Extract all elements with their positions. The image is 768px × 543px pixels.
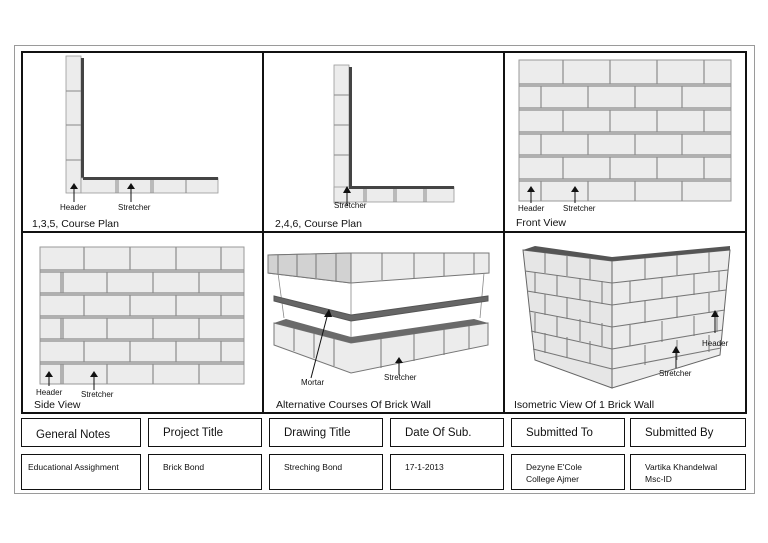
panel-caption: 2,4,6, Course Plan [275, 218, 362, 230]
mortar-label: Mortar [301, 378, 325, 387]
panel-caption: 1,3,5, Course Plan [32, 218, 119, 230]
panel-alternative-courses: Mortar Stretcher Alternative Courses Of … [264, 233, 503, 413]
header-label: Header [36, 388, 63, 397]
title-block-project-title-value: Brick Bond [148, 454, 262, 490]
stretcher-label: Stretcher [563, 204, 596, 213]
title-block-header-general-notes: General Notes [21, 418, 141, 447]
stretcher-label: Stretcher [659, 369, 692, 378]
stretcher-label: Stretcher [118, 203, 151, 212]
isometric-brick-wall [522, 246, 731, 389]
panel-front-view: Header Stretcher Front View [505, 53, 746, 231]
panel-caption: Alternative Courses Of Brick Wall [276, 399, 431, 411]
panel-caption: Front View [516, 217, 566, 229]
panel-caption: Isometric View Of 1 Brick Wall [514, 399, 655, 411]
header-label: Header [702, 339, 729, 348]
title-block-submitted-by-value: Vartika Khandelwal Msc-ID [630, 454, 746, 490]
stretcher-label: Stretcher [334, 201, 367, 210]
title-block-submitted-to-value: Dezyne E'Cole College Ajmer [511, 454, 625, 490]
title-block-date-value: 17-1-2013 [390, 454, 504, 490]
panel-course-plan-246: Stretcher 2,4,6, Course Plan [264, 53, 503, 231]
panel-isometric-view: Header Stretcher Isometric View Of 1 Bri… [505, 233, 746, 413]
panel-side-view: Header Stretcher Side View [23, 233, 262, 413]
alternative-courses-drawing [267, 252, 490, 379]
side-view-brick-wall [39, 246, 245, 390]
title-block-general-notes-value: Educational Assighment [21, 454, 141, 490]
title-block-header-project-title: Project Title [148, 418, 262, 447]
stretcher-label: Stretcher [81, 390, 114, 399]
title-block-header-drawing-title: Drawing Title [269, 418, 383, 447]
panel-course-plan-135: Header Stretcher 1,3,5, Course Plan [23, 53, 262, 231]
title-block: General Notes Project Title Drawing Titl… [21, 414, 747, 492]
drawing-sheet-border [14, 45, 755, 494]
course-plan-246-drawing [333, 64, 455, 206]
stretcher-label: Stretcher [384, 373, 417, 382]
course-plan-135-drawing [65, 55, 219, 202]
panel-divider-row [21, 231, 747, 233]
header-label: Header [60, 203, 87, 212]
title-block-header-submitted-to: Submitted To [511, 418, 625, 447]
title-block-header-submitted-by: Submitted By [630, 418, 746, 447]
front-view-brick-wall [518, 59, 732, 203]
title-block-drawing-title-value: Streching Bond [269, 454, 383, 490]
header-label: Header [518, 204, 545, 213]
panel-caption: Side View [34, 399, 81, 411]
title-block-header-date-of-sub: Date Of Sub. [390, 418, 504, 447]
